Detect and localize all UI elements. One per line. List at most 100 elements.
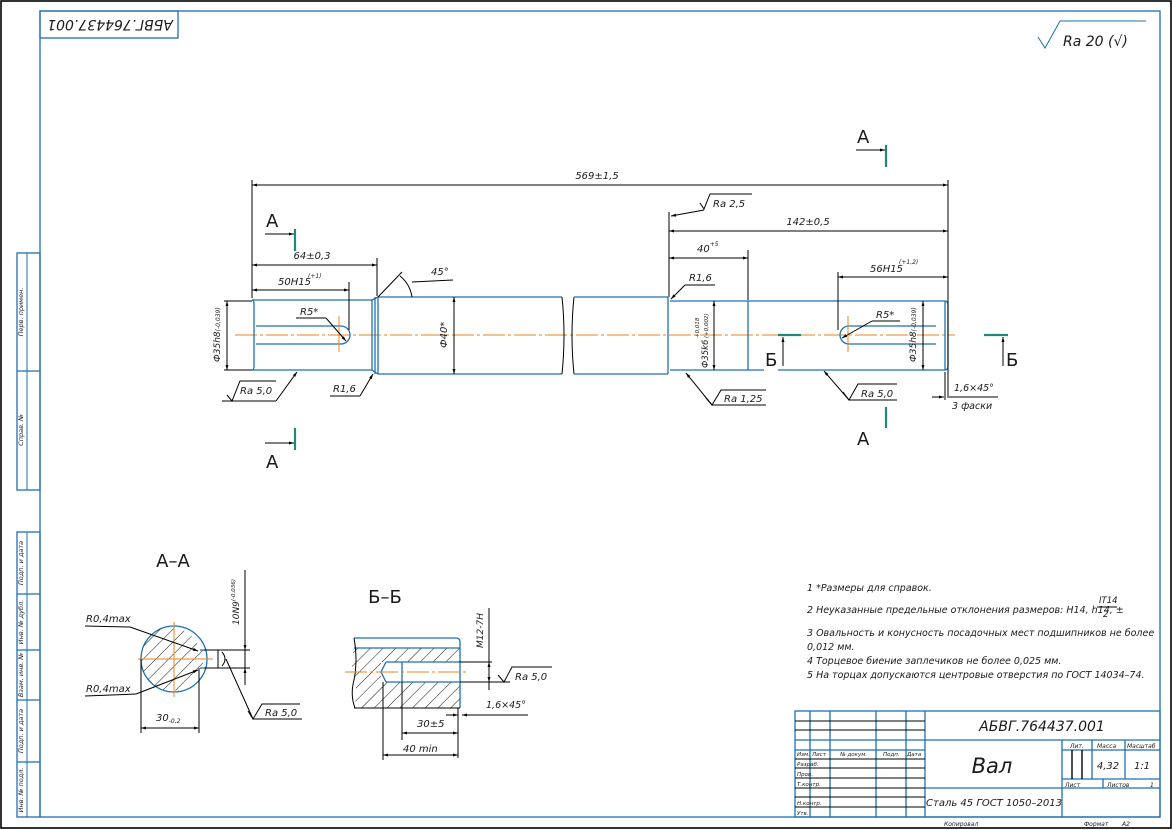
title-block-col-header: № докум. [839,752,867,758]
title-block-row-label: Утв. [797,811,809,817]
dim-fillet-right: R1,6 [670,273,715,300]
section-aa-key-width: 10N9(-0,036) [231,579,242,625]
dim-keyway-left-length-tol: (+1) [308,273,322,280]
side-stamp-label: Взам. инв. № [17,653,25,697]
title-block-part-name: Вал [972,754,1013,778]
title-block-row-label: Разраб. [797,762,819,768]
section-bb-title: Б–Б [368,587,402,608]
shaft-main-view: А А А А Б Б [213,127,1018,473]
general-roughness: Ra 20 (√) [1037,20,1146,50]
note-fraction-denominator: 2 [1103,610,1108,620]
dim-keyway-right-length-tol: (+1,2) [899,259,918,266]
dim-left-journal-dia: Ф35h8(-0,039) [213,300,252,371]
dim-bearing-dia-tol-lower: (+0,002) [704,313,710,338]
note-item: 5 На торцах допускаются центровые отверс… [807,670,1145,681]
section-label-a: А [266,452,279,473]
title-block-material: Сталь 45 ГОСТ 1050–2013 [926,798,1062,809]
title-block-sheets-label: Листов [1106,782,1130,789]
side-stamp-label: Инв. № дубл. [17,600,25,644]
title-block: Изм. Лист № докум. Подп. Дата Разраб. Пр… [794,710,1161,828]
roughness-bearing-seat: Ra 1,25 [685,372,766,406]
side-stamp-label: Перв. примен. [17,288,25,337]
title-block-col-header: Лист [811,752,827,758]
dim-left-journal-dia-value: Ф35h8(-0,039) [213,307,223,362]
dim-overall-length: 569±1,5 [251,171,949,398]
dim-keyway-right-radius: R5* [841,310,900,339]
title-block-designation: АБВГ.764437.001 [978,719,1105,735]
dim-chamfer-angle: 45° [377,267,454,298]
section-aa-radius-top: R0,4max [86,614,131,625]
dim-keyway-position-value: 64±0,3 [293,251,330,262]
dim-step-length-value: 142±0,5 [786,217,829,228]
dim-right-journal-dia-value: Ф35h8(-0,039) [909,307,919,362]
dim-keyway-position: 64±0,3 [252,251,378,296]
section-marker-b-right: Б [984,333,1018,371]
section-label-a: А [857,429,870,450]
title-block-mass: 4,32 [1097,761,1119,772]
drawing-frame [39,10,1161,818]
roughness-left-journal-value: Ra 5,0 [240,386,272,397]
dim-mid-dia: Ф40* [439,297,456,374]
title-block-format-label: Формат [1084,821,1109,828]
roughness-right-journal-value: Ra 5,0 [861,389,893,400]
title-block-row-label: Т.контр. [797,782,821,788]
section-aa-radius-bottom: R0,4max [86,684,131,695]
dim-keyway-left-radius: R5* [296,307,347,342]
section-bb-chamfer: 1,6×45° [486,700,526,711]
dim-bearing-dia-value: Ф35k6 [701,339,711,368]
section-bb: Б–Б M12-7H Ra 5,0 1,6×45° 30±5 [345,587,552,760]
dim-keyway-left-radius-value: R5* [300,307,318,318]
left-journal [251,299,373,371]
section-marker-a-bottom-right: А [857,407,888,450]
side-stamp: Перв. примен. Справ. № Подп. и дата Инв.… [16,252,41,818]
roughness-left-journal: Ra 5,0 [222,371,298,402]
note-item: 3 Овальность и конусность посадочных мес… [807,628,1154,639]
dim-bearing-dia: Ф35k6 +0,018 (+0,002) [695,301,716,370]
section-aa-roughness: Ra 5,0 [265,708,297,719]
dim-bearing-dia-tol-upper: +0,018 [695,317,701,338]
title-block-sheets-value: 1 [1150,782,1154,789]
roughness-shoulder: Ra 2,5 [670,193,752,217]
general-roughness-symbol: (√) [1108,34,1128,50]
title-block-lit-label: Лит. [1069,743,1084,750]
dim-overall-length-value: 569±1,5 [575,171,618,182]
roughness-bearing-seat-value: Ra 1,25 [724,394,763,405]
section-bb-roughness: Ra 5,0 [515,672,547,683]
dim-end-chamfer-value: 1,6×45° [954,383,994,394]
title-block-scale-label: Масштаб [1127,743,1156,750]
title-block-row-label: Н.контр. [797,801,822,807]
section-bb-thread-length: 30±5 [417,719,444,730]
dim-chamfer-angle-value: 45° [431,267,449,278]
title-block-copied-label: Копировал [944,821,978,828]
roughness-right-journal: Ra 5,0 [823,370,897,401]
dim-keyway-left-length-value: 50H15 [278,277,311,288]
note-item: 4 Торцевое биение заплечиков не более 0,… [807,656,1061,667]
section-label-a: А [266,211,279,232]
section-bb-hole-depth: 40 min [403,744,438,755]
title-block-mass-label: Масса [1097,743,1116,750]
dim-fillet-right-value: R1,6 [689,273,712,284]
middle-section [378,296,669,375]
dim-end-chamfer-note: 3 фаски [952,401,992,412]
title-block-col-header: Подп. [883,752,900,758]
side-stamp-label: Справ. № [17,414,25,446]
note-item: 2 Неуказанные предельные отклонения разм… [807,605,1124,616]
title-block-col-header: Изм. [797,752,810,758]
note-fraction-numerator: IT14 [1099,596,1118,606]
side-stamp-label: Подп. и дата [17,541,25,585]
dim-keyway-right-length: 56H15 (+1,2) [837,259,948,330]
side-stamp-label: Инв. № подл. [17,768,25,813]
section-bb-thread: M12-7H [476,613,486,648]
section-aa: А–А R0,4max R0,4max 10N9(-0,036) Ra 5,0 [84,551,302,733]
dim-fillet-left-value: R1,6 [333,384,356,395]
general-roughness-value: Ra 20 [1063,34,1104,50]
section-aa-title: А–А [156,551,190,572]
roughness-shoulder-value: Ra 2,5 [713,199,745,210]
section-marker-a-top: А [265,211,297,251]
dim-keyway-right-length-value: 56H15 [870,264,903,275]
title-block-col-header: Дата [906,752,922,758]
rotated-designation-box: АБВГ.764437.001 [39,10,179,39]
dim-bearing-seat-length-value: 40+5 [697,241,719,255]
dim-fillet-left: R1,6 [330,373,374,397]
